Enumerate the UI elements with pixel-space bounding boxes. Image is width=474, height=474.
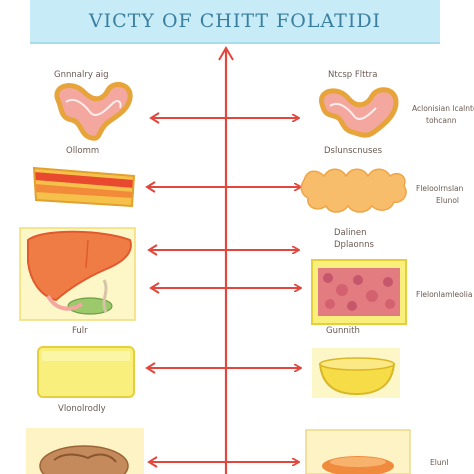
connector-arrow-6	[147, 456, 298, 468]
left-label-1-bottom: Ollomm	[66, 146, 100, 156]
right-label-1-bottom: Dslunscnuses	[324, 146, 383, 156]
connector-arrow-1	[149, 112, 298, 124]
left-bottom-bowl	[26, 428, 144, 474]
connector-arrow-2	[145, 181, 300, 193]
left-label-1-top: Gnnnalry aig	[54, 70, 109, 80]
connector-arrow-4	[149, 282, 300, 294]
right-tissue-frame	[311, 259, 407, 325]
right-label-2-side: Fleloolrnslan	[416, 184, 464, 193]
left-layer-strip	[32, 166, 136, 208]
right-label-2-side2: Elunol	[436, 196, 460, 205]
connector-arrow-3	[147, 244, 298, 256]
right-label-3-bottom: Dplaonns	[334, 240, 374, 250]
connector-arrow-5	[145, 362, 300, 374]
right-intestine-illustration	[319, 87, 399, 138]
central-axis	[218, 46, 234, 474]
right-yellow-bowl	[312, 348, 400, 398]
right-label-6-side: Elunl	[430, 458, 449, 467]
left-yellow-block	[37, 346, 135, 398]
right-label-3-side: Flelonlamleolia	[416, 290, 473, 299]
right-label-1-top: Ntcsp Flttra	[328, 70, 378, 80]
right-label-4-bottom: Gunnith	[326, 326, 360, 336]
left-intestine-illustration	[54, 81, 133, 141]
left-liver-illustration	[19, 227, 136, 321]
title-banner: VICTY OF CHITT FOLATIDI	[30, 0, 440, 44]
right-label-2-bottom: Dalinen	[334, 228, 367, 238]
diagram-title: VICTY OF CHITT FOLATIDI	[88, 10, 382, 32]
right-label-1-side2: tohcann	[426, 116, 457, 125]
right-bumpy-strip	[300, 168, 407, 213]
right-bottom-dish	[305, 429, 411, 474]
left-label-3-bottom: Fulr	[72, 326, 88, 336]
left-label-5-bottom: Vlonolrodly	[58, 404, 106, 414]
right-label-1-side: Aclonisian lcalnto	[412, 104, 474, 113]
